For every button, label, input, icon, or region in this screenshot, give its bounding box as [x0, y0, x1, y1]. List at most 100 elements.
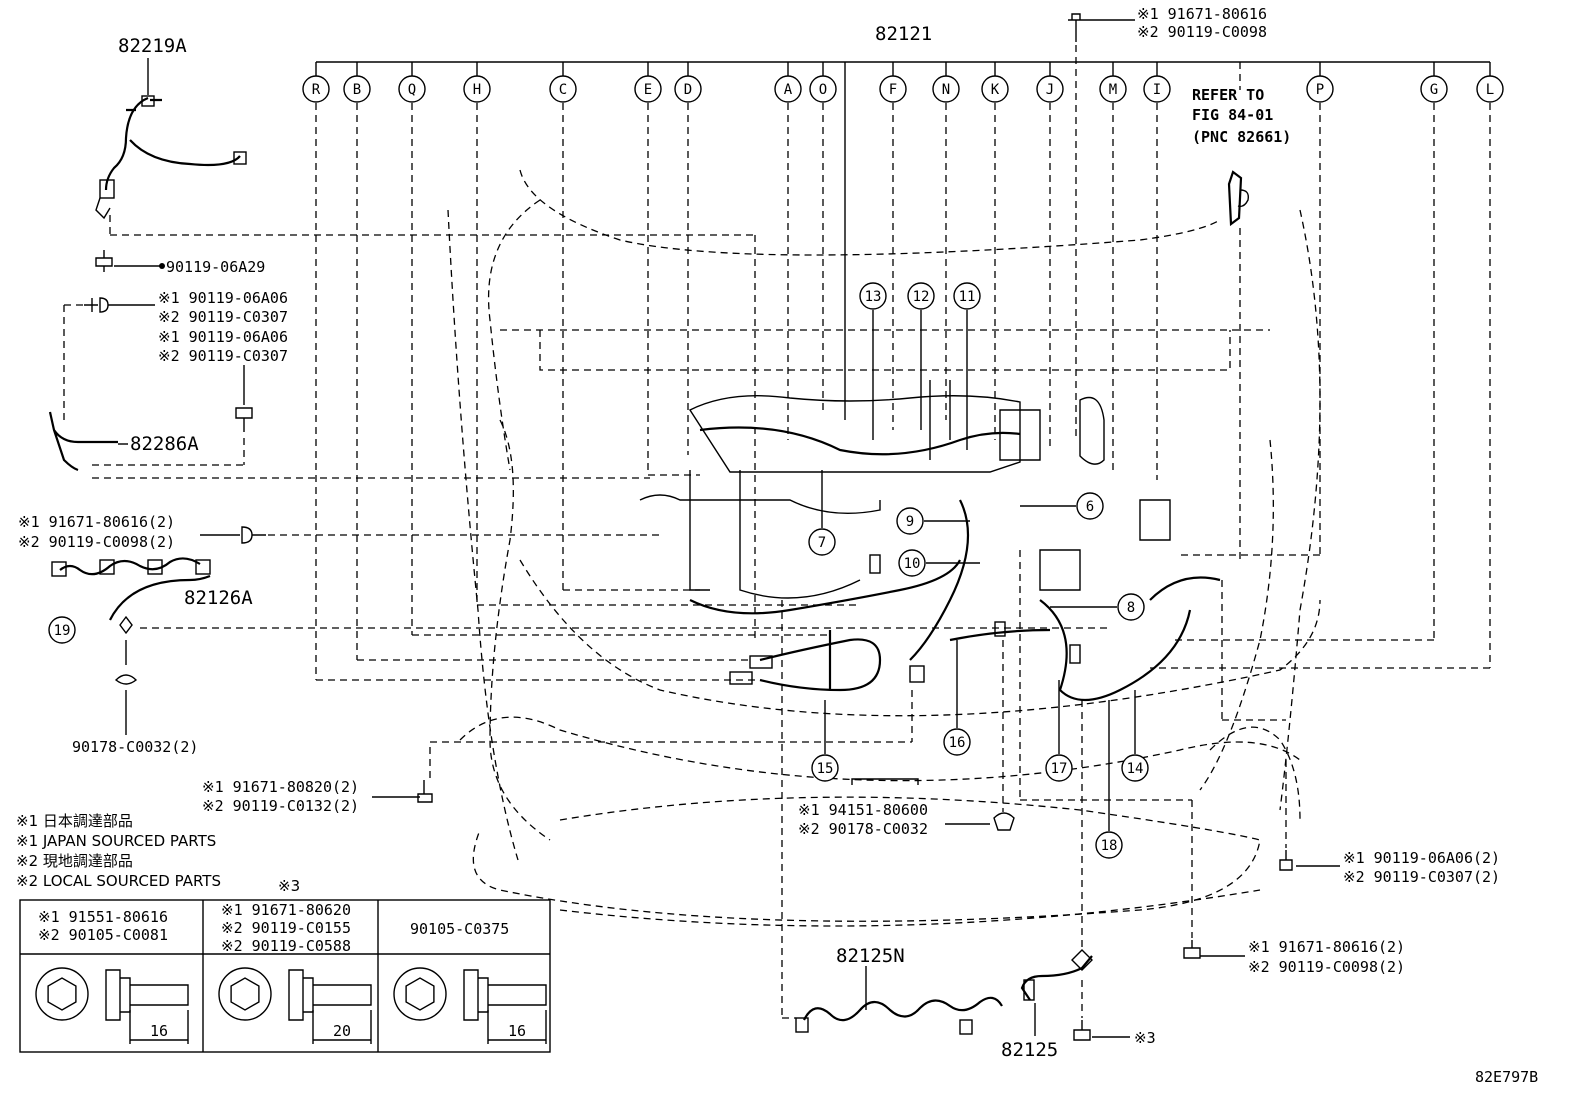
callout-text: 10 — [904, 556, 921, 572]
fastener-a06-1-line1: ※1 90119-06A06 — [158, 289, 288, 307]
bolt-head-icon — [218, 967, 272, 1021]
connector-letter-C: C — [549, 62, 577, 103]
refer-line-3: (PNC 82661) — [1192, 128, 1291, 146]
bracket-82286A: 82286A — [48, 411, 650, 479]
bolt-length-label: 16 — [150, 1022, 168, 1040]
fastener-616-right-line2: ※2 90119-C0098(2) — [1248, 958, 1405, 976]
connector-letter-text: O — [819, 82, 827, 98]
bolt-icon — [241, 526, 266, 544]
clip-icon — [993, 812, 1015, 831]
refer-line-2: FIG 84-01 — [1192, 106, 1273, 124]
connector-letter-P: P — [1306, 62, 1334, 103]
fastener-a29: 90119-06A29 — [95, 250, 265, 276]
fastener-820: ※1 91671-80820(2) ※2 90119-C0132(2) — [202, 690, 913, 815]
legend-line-4: ※2 LOCAL SOURCED PARTS — [16, 872, 221, 890]
harness-82125: 82125 ※3 — [1001, 700, 1156, 1061]
connector-letter-D: D — [674, 62, 702, 103]
connector-letter-G: G — [1420, 62, 1448, 103]
callout-9: 9 — [896, 507, 970, 535]
callout-6: 6 — [1020, 492, 1104, 520]
bolt-icon — [1183, 940, 1201, 959]
connector-letter-K: K — [981, 62, 1009, 103]
callout-text: 7 — [818, 535, 826, 551]
bolt-length-label: 16 — [508, 1022, 526, 1040]
bolt-icon — [95, 250, 113, 272]
connector-leader-lines — [315, 62, 1491, 681]
callout-text: 16 — [949, 735, 966, 751]
label-82126A: 82126A — [184, 587, 253, 609]
fastener-820-line2: ※2 90119-C0132(2) — [202, 797, 359, 815]
connector-letter-text: B — [353, 82, 361, 98]
bolt-icon — [84, 297, 109, 313]
bolt-icon — [1073, 1020, 1091, 1041]
connector-letter-B: B — [343, 62, 371, 103]
legend-line-2: ※1 JAPAN SOURCED PARTS — [16, 832, 216, 850]
table-title: ※3 — [278, 877, 300, 895]
table-part-number: 90105-C0375 — [410, 920, 509, 938]
connector-letter-R: R — [302, 62, 330, 103]
fastener-616-right: ※1 91671-80616(2) ※2 90119-C0098(2) — [1019, 550, 1405, 976]
callout-16: 16 — [943, 640, 971, 756]
fastener-a29-label: 90119-06A29 — [166, 258, 265, 276]
bolt-icon — [235, 407, 253, 432]
fastener-616-right-line1: ※1 91671-80616(2) — [1248, 938, 1405, 956]
callout-text: 11 — [959, 289, 976, 305]
fastener-151-line2: ※2 90178-C0032 — [798, 820, 928, 838]
connector-letter-O: O — [809, 62, 837, 103]
connector-letter-A: A — [774, 62, 802, 103]
table-part-number: ※2 90119-C0155 — [221, 919, 351, 937]
label-82125N: 82125N — [836, 945, 905, 967]
callout-11: 11 — [953, 282, 981, 450]
legend-line-1: ※1 日本調達部品 — [16, 812, 133, 830]
main-harness-label: 82121 — [875, 23, 932, 45]
table-part-number: ※1 91551-80616 — [38, 908, 168, 926]
fastener-a06-2-line2: ※2 90119-C0307 — [158, 347, 288, 365]
refer-line-1: REFER TO — [1192, 86, 1264, 104]
fastener-151: ※1 94151-80600 ※2 90178-C0032 — [798, 640, 1015, 838]
callout-text: 9 — [906, 514, 914, 530]
connector-letter-text: A — [784, 82, 793, 98]
connector-letter-text: F — [889, 82, 897, 98]
connector-letter-N: N — [932, 62, 960, 103]
fastener-616-left-line1: ※1 91671-80616(2) — [18, 513, 175, 531]
callout-text: 13 — [865, 289, 882, 305]
harness-82219A: 82219A — [95, 35, 247, 220]
bolt-head-icon — [35, 967, 89, 1021]
callout-text: 18 — [1101, 838, 1118, 854]
fastener-table — [19, 899, 551, 1053]
callout-19: 19 — [48, 616, 76, 644]
engine-harness-assembly — [639, 380, 1221, 701]
table-part-number: ※1 91671-80620 — [221, 901, 351, 919]
connector-letter-I: I — [1143, 62, 1171, 103]
fastener-178-label: 90178-C0032(2) — [72, 738, 198, 756]
fastener-a06-right-line2: ※2 90119-C0307(2) — [1343, 868, 1500, 886]
callout-text: 17 — [1051, 761, 1068, 777]
connector-letter-H: H — [463, 62, 491, 103]
table-cell-3: 90105-C0375 16 — [393, 920, 547, 1044]
legend-line-3: ※2 現地調達部品 — [16, 852, 133, 870]
callout-text: 8 — [1127, 600, 1135, 616]
label-82286A: 82286A — [130, 433, 199, 455]
bottom-x3-label: ※3 — [1134, 1029, 1156, 1047]
connector-letter-L: L — [1476, 62, 1504, 103]
connector-letter-E: E — [634, 62, 662, 103]
fastener-a06-right-line1: ※1 90119-06A06(2) — [1343, 849, 1500, 867]
connector-letter-text: C — [559, 82, 567, 98]
bolt-icon — [417, 780, 433, 803]
connector-letter-text: G — [1430, 82, 1438, 98]
bolt-icon — [1068, 13, 1084, 42]
connector-letter-text: P — [1316, 82, 1324, 98]
top-bolt: ※1 91671-80616 ※2 90119-C0098 — [1068, 5, 1267, 440]
bolt-icon — [1279, 850, 1293, 871]
callout-text: 14 — [1127, 761, 1144, 777]
connector-letter-text: I — [1153, 82, 1161, 98]
bolt-length-label: 20 — [333, 1022, 351, 1040]
connector-letter-J: J — [1036, 62, 1064, 103]
connector-letter-Q: Q — [398, 62, 426, 103]
callout-10: 10 — [898, 549, 980, 577]
top-fastener-1: ※1 91671-80616 — [1137, 5, 1267, 23]
fastener-a06-right: ※1 90119-06A06(2) ※2 90119-C0307(2) — [1221, 580, 1500, 886]
